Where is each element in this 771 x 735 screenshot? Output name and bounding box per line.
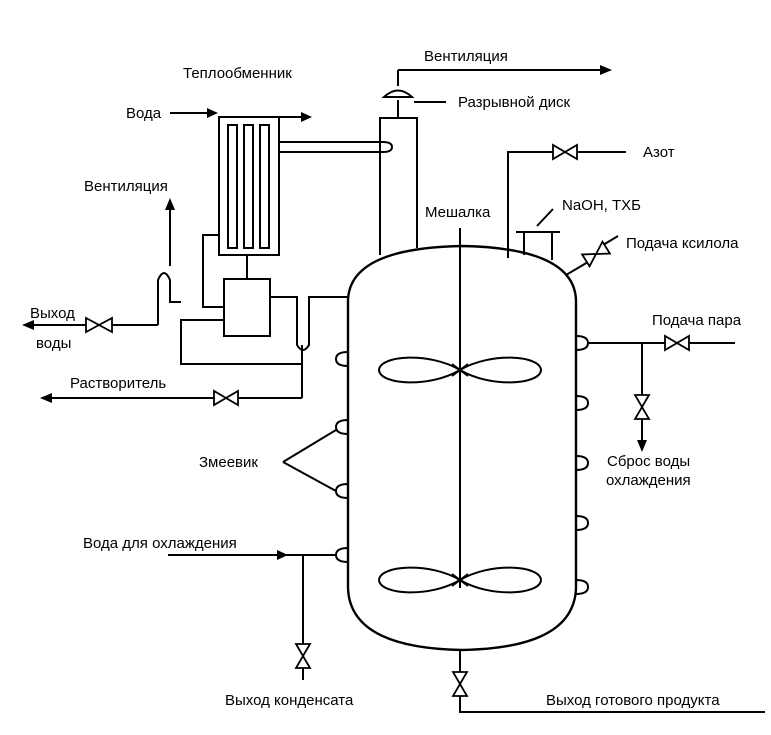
label-cooling-drain-2: охлаждения bbox=[606, 472, 691, 489]
label-water-out-2: воды bbox=[36, 335, 71, 352]
xylene-feed-line bbox=[565, 235, 619, 276]
reactor-vessel bbox=[346, 244, 578, 652]
left-ventilation bbox=[22, 198, 181, 330]
label-condensate-out: Выход конденсата bbox=[225, 692, 354, 709]
label-xylene-feed: Подача ксилола bbox=[626, 235, 739, 252]
valve-steam bbox=[664, 334, 690, 352]
label-coil: Змеевик bbox=[199, 454, 258, 471]
label-steam-feed: Подача пара bbox=[652, 312, 742, 329]
valve-cooling-drain bbox=[633, 394, 651, 420]
label-cooling-water: Вода для охлаждения bbox=[83, 535, 237, 552]
agitator bbox=[377, 228, 543, 594]
heat-exchanger bbox=[170, 108, 394, 256]
label-heat-exchanger: Теплообменник bbox=[183, 65, 292, 82]
label-solvent: Растворитель bbox=[70, 375, 166, 392]
label-nitrogen: Азот bbox=[643, 144, 675, 161]
steam-feed-line bbox=[588, 342, 735, 452]
label-cooling-drain-1: Сброс воды bbox=[607, 453, 690, 470]
label-water-out-1: Выход bbox=[30, 305, 75, 322]
label-rupture-disc: Разрывной диск bbox=[458, 94, 570, 111]
valve-water-out bbox=[85, 316, 113, 334]
label-ventilation-left: Вентиляция bbox=[84, 178, 168, 195]
valve-condensate bbox=[294, 643, 312, 669]
naoh-feed-nozzle bbox=[516, 208, 560, 260]
valve-solvent bbox=[213, 389, 239, 407]
cooling-water-line bbox=[168, 550, 336, 680]
coil-bumps bbox=[334, 335, 590, 595]
separator-vessel bbox=[180, 234, 348, 365]
label-naoh-txb: NaOH, ТХБ bbox=[562, 197, 641, 214]
label-water-in: Вода bbox=[126, 105, 162, 122]
label-ventilation-top: Вентиляция bbox=[424, 48, 508, 65]
label-mixer: Мешалка bbox=[425, 204, 491, 221]
valve-nitrogen bbox=[552, 143, 578, 161]
valve-product bbox=[451, 671, 469, 697]
label-product-out: Выход готового продукта bbox=[546, 692, 720, 709]
valve-xylene bbox=[580, 239, 612, 269]
solvent-line bbox=[40, 364, 303, 403]
product-outlet-line bbox=[459, 650, 765, 713]
nitrogen-line bbox=[507, 151, 626, 258]
vapor-column bbox=[379, 65, 612, 255]
coil-pointer bbox=[282, 429, 337, 492]
